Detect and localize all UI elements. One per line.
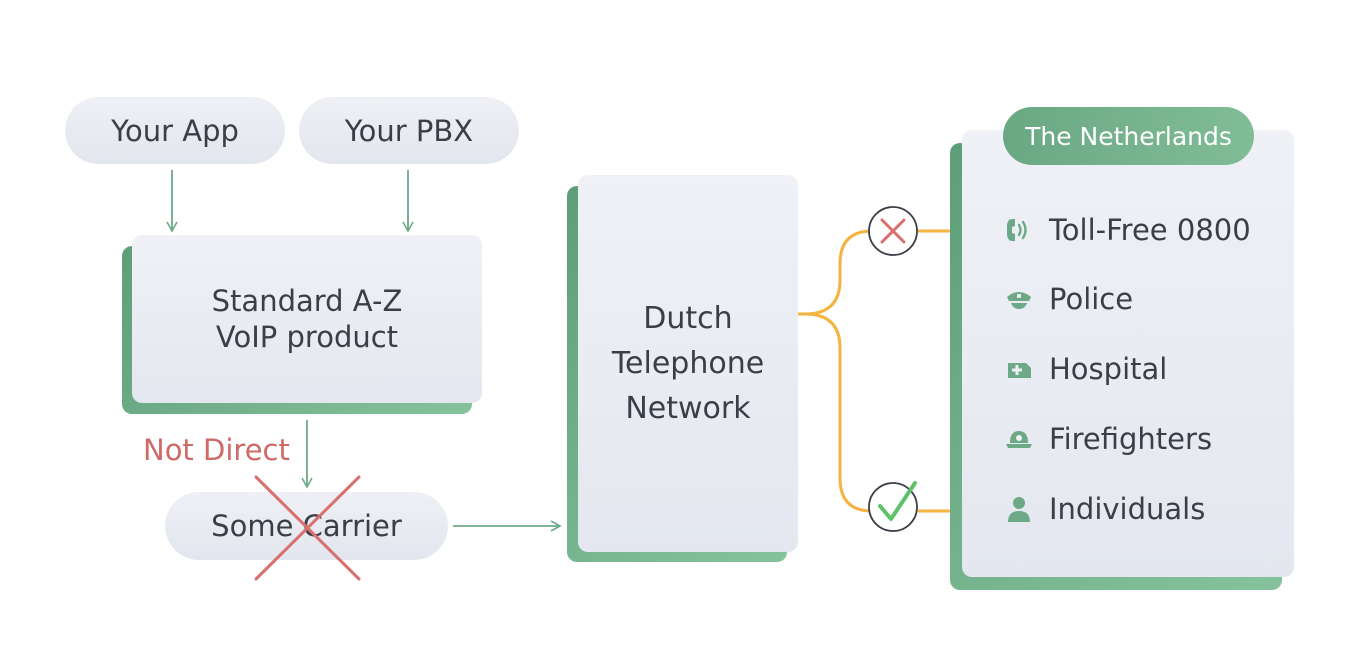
destination-firefighters: Firefighters xyxy=(1003,419,1212,459)
person-icon xyxy=(1003,493,1035,525)
firefighter-helmet-icon xyxy=(1003,423,1035,455)
hospital-label: Hospital xyxy=(1049,352,1168,386)
your-pbx-label: Your PBX xyxy=(344,113,474,148)
firefighters-label: Firefighters xyxy=(1049,422,1213,456)
destination-toll-free: Toll-Free 0800 xyxy=(1003,210,1251,250)
destination-individuals: Individuals xyxy=(1003,489,1205,529)
network-box: Dutch Telephone Network xyxy=(578,175,798,552)
not-direct-label: Not Direct xyxy=(143,433,290,467)
network-line-1: Dutch xyxy=(643,301,733,336)
police-label: Police xyxy=(1049,282,1134,316)
phone-icon xyxy=(1003,214,1035,246)
standard-line-2: VoIP product xyxy=(215,320,399,354)
standard-line-1: Standard A-Z xyxy=(211,284,403,318)
netherlands-title: The Netherlands xyxy=(1025,121,1232,151)
ambulance-icon xyxy=(1003,353,1035,385)
allowed-circle-icon xyxy=(868,481,918,532)
toll-free-label: Toll-Free 0800 xyxy=(1049,213,1251,247)
fork-connector xyxy=(770,229,873,513)
destination-police: Police xyxy=(1003,279,1133,319)
individuals-label: Individuals xyxy=(1049,492,1206,526)
destination-hospital: Hospital xyxy=(1003,349,1167,389)
network-line-3: Network xyxy=(625,391,751,426)
network-line-2: Telephone xyxy=(611,346,765,381)
your-app-pill: Your App xyxy=(65,97,285,164)
standard-product-box: Standard A-Z VoIP product xyxy=(132,235,482,403)
blocked-circle-icon xyxy=(868,206,918,256)
netherlands-header: The Netherlands xyxy=(1003,107,1254,165)
police-cap-icon xyxy=(1003,283,1035,315)
your-pbx-pill: Your PBX xyxy=(299,97,519,164)
your-app-label: Your App xyxy=(111,113,239,148)
